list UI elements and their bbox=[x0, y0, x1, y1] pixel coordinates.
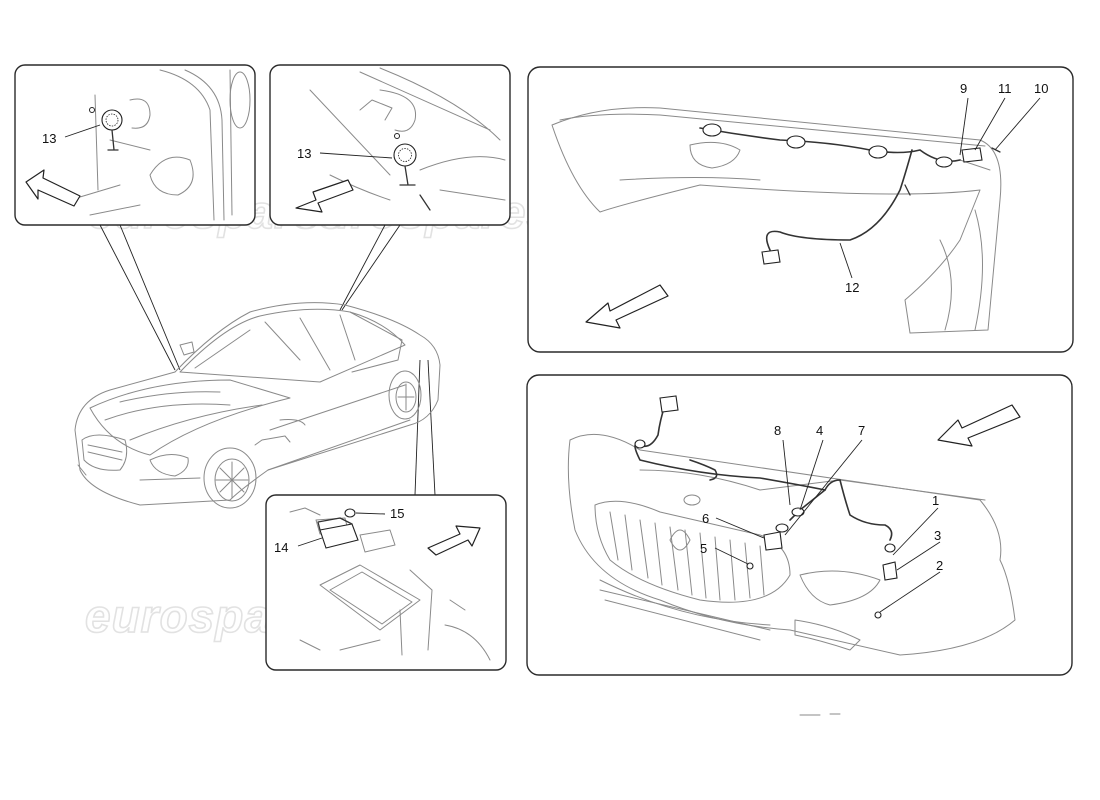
callout-13-left: 13 bbox=[42, 131, 56, 146]
panel-rear-bumper: 9 11 10 12 bbox=[527, 66, 1074, 353]
rear-sensors bbox=[702, 123, 953, 168]
nut-15 bbox=[344, 508, 356, 518]
panel-frame bbox=[527, 66, 1074, 353]
car-overview bbox=[74, 302, 441, 509]
callout-5: 5 bbox=[700, 541, 707, 556]
callout-7: 7 bbox=[858, 423, 865, 438]
inset-panel-rear-door: 13 bbox=[269, 64, 511, 226]
direction-arrow-left bbox=[25, 169, 81, 207]
inset-panel-left-door: 13 bbox=[14, 64, 256, 226]
callout-12: 12 bbox=[845, 280, 859, 295]
callout-6: 6 bbox=[702, 511, 709, 526]
inset-panel-control-unit: 15 14 bbox=[265, 494, 507, 671]
callout-11: 11 bbox=[998, 81, 1012, 96]
inset-frame bbox=[265, 494, 507, 671]
callout-9: 9 bbox=[960, 81, 967, 96]
direction-arrow-bottom-left bbox=[427, 525, 481, 556]
front-sensors bbox=[746, 507, 898, 619]
inset-frame bbox=[269, 64, 511, 226]
callout-3: 3 bbox=[934, 528, 941, 543]
direction-arrow-front bbox=[937, 404, 1021, 447]
sensor-13-rear bbox=[393, 133, 431, 211]
control-unit-14 bbox=[317, 517, 359, 549]
direction-arrow-mid bbox=[295, 179, 354, 213]
callout-13-rear: 13 bbox=[297, 146, 311, 161]
direction-arrow-rear bbox=[585, 284, 669, 329]
harness-8 bbox=[634, 404, 893, 541]
callout-14: 14 bbox=[274, 540, 288, 555]
cable-12 bbox=[765, 149, 913, 251]
callout-1: 1 bbox=[932, 493, 939, 508]
callout-8: 8 bbox=[774, 423, 781, 438]
inset-frame bbox=[14, 64, 256, 226]
panel-frame bbox=[526, 374, 1073, 676]
callout-10: 10 bbox=[1034, 81, 1048, 96]
bracket-11 bbox=[961, 147, 983, 163]
sensor-13-left bbox=[89, 107, 123, 151]
panel-front-bumper: 8 4 7 6 5 1 3 2 bbox=[526, 374, 1073, 676]
callout-2: 2 bbox=[936, 558, 943, 573]
callout-4: 4 bbox=[816, 423, 823, 438]
callout-15: 15 bbox=[390, 506, 404, 521]
